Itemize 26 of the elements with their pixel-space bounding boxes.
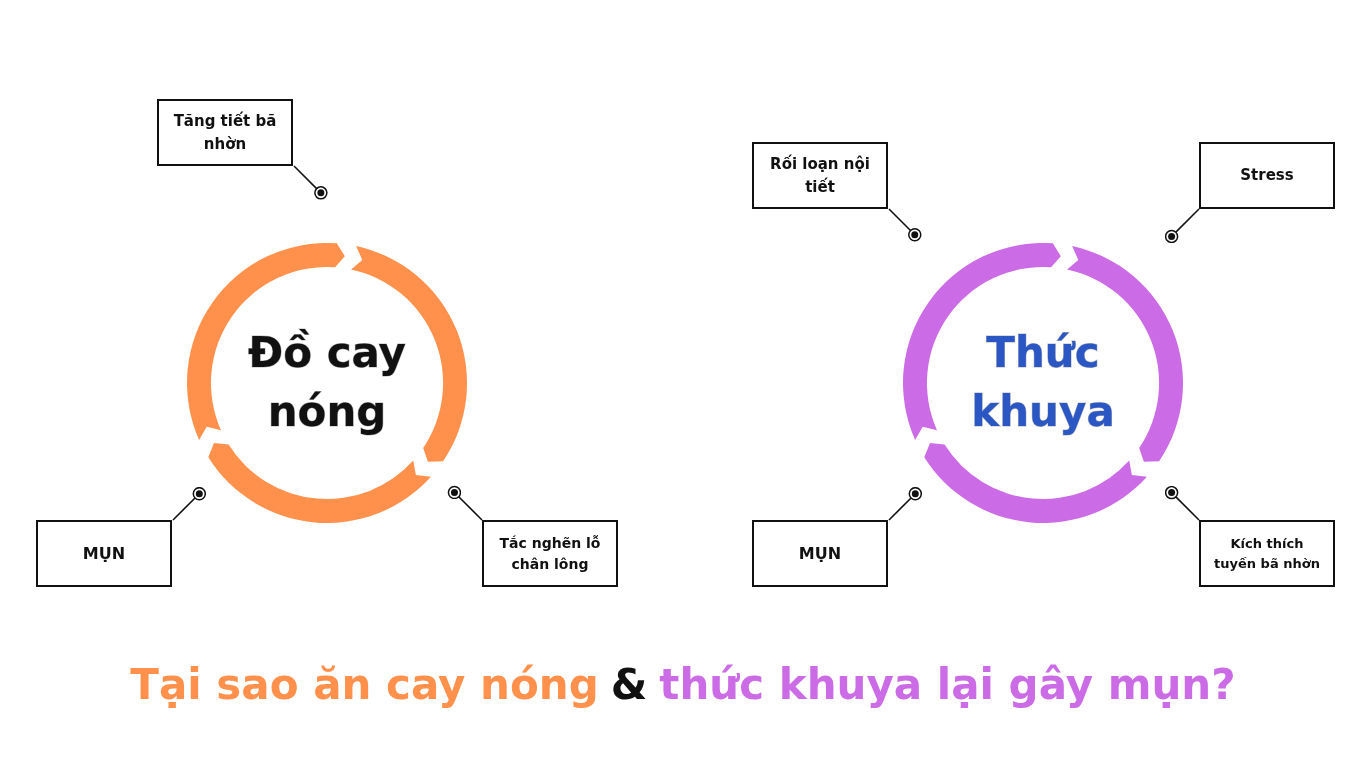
text-box	[157, 99, 293, 166]
text-box	[482, 520, 618, 587]
ring-title: Thức khuya	[970, 327, 1116, 438]
box-label: Kích thích tuyến bã nhờn	[1213, 535, 1321, 573]
box-label: MỤN	[798, 542, 842, 565]
leader-line	[293, 165, 328, 200]
leader-line	[1164, 208, 1200, 244]
leader-line	[888, 486, 923, 521]
box-label: Tăng tiết bã nhờn	[172, 111, 278, 155]
box-label: MỤN	[82, 542, 126, 565]
ring-title: Đồ cay nóng	[247, 327, 407, 438]
leader-line	[447, 485, 483, 521]
box-label: Stress	[1240, 165, 1294, 187]
headline-text: thức khuya lại gây mụn?	[659, 660, 1236, 709]
text-box	[1199, 142, 1335, 209]
text-box	[36, 520, 172, 587]
box-label: Rối loạn nội tiết	[769, 154, 871, 198]
leader-line	[888, 208, 922, 242]
headline-text: &	[610, 660, 648, 709]
text-box	[752, 520, 888, 587]
leader-line	[172, 486, 207, 521]
text-box	[752, 142, 888, 209]
leader-line	[1164, 485, 1200, 521]
box-label: Tắc nghẽn lỗ chân lông	[498, 533, 602, 574]
text-box	[1199, 520, 1335, 587]
headline-text: Tại sao ăn cay nóng	[130, 660, 599, 709]
